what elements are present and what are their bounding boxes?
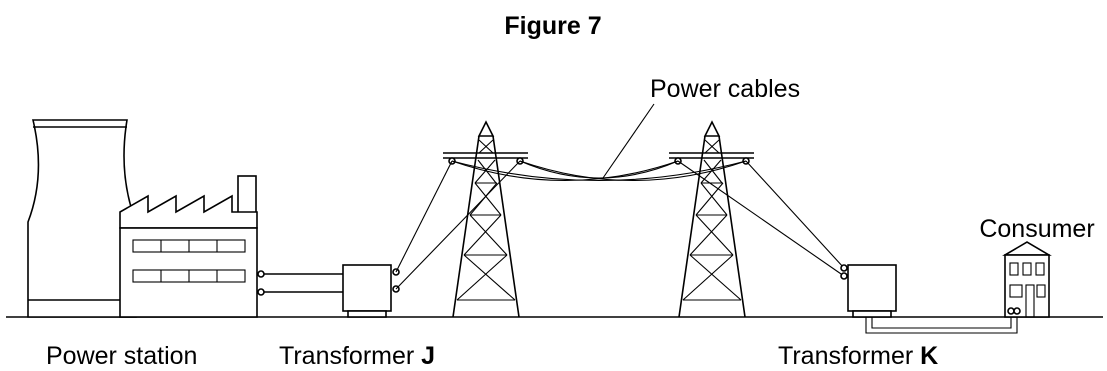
consumer-label: Consumer (979, 215, 1094, 243)
transformer-j-label: Transformer J (279, 342, 435, 370)
transformer-k (840, 264, 897, 318)
transformer-k-label-letter: K (920, 342, 938, 370)
cables-pylon-2-to-k (677, 160, 845, 277)
station-output-wires (257, 270, 343, 296)
power-cables (451, 160, 747, 182)
power-cables-label: Power cables (650, 75, 800, 103)
consumer-house (1002, 241, 1052, 318)
transformer-j-label-prefix: Transformer (279, 342, 414, 370)
power-station-building (119, 175, 258, 318)
transformer-k-label: Transformer K (778, 342, 938, 370)
cables-k-to-consumer (865, 311, 1018, 334)
power-station-label: Power station (46, 342, 197, 370)
power-cables-leader (602, 103, 655, 179)
pylon-2 (669, 120, 754, 318)
transformer-k-label-prefix: Transformer (778, 342, 913, 370)
cables-j-to-pylon-1 (395, 160, 521, 290)
figure-title: Figure 7 (504, 12, 601, 40)
pylon-1 (443, 120, 528, 318)
transformer-j (342, 264, 400, 318)
transformer-j-label-letter: J (421, 342, 435, 370)
